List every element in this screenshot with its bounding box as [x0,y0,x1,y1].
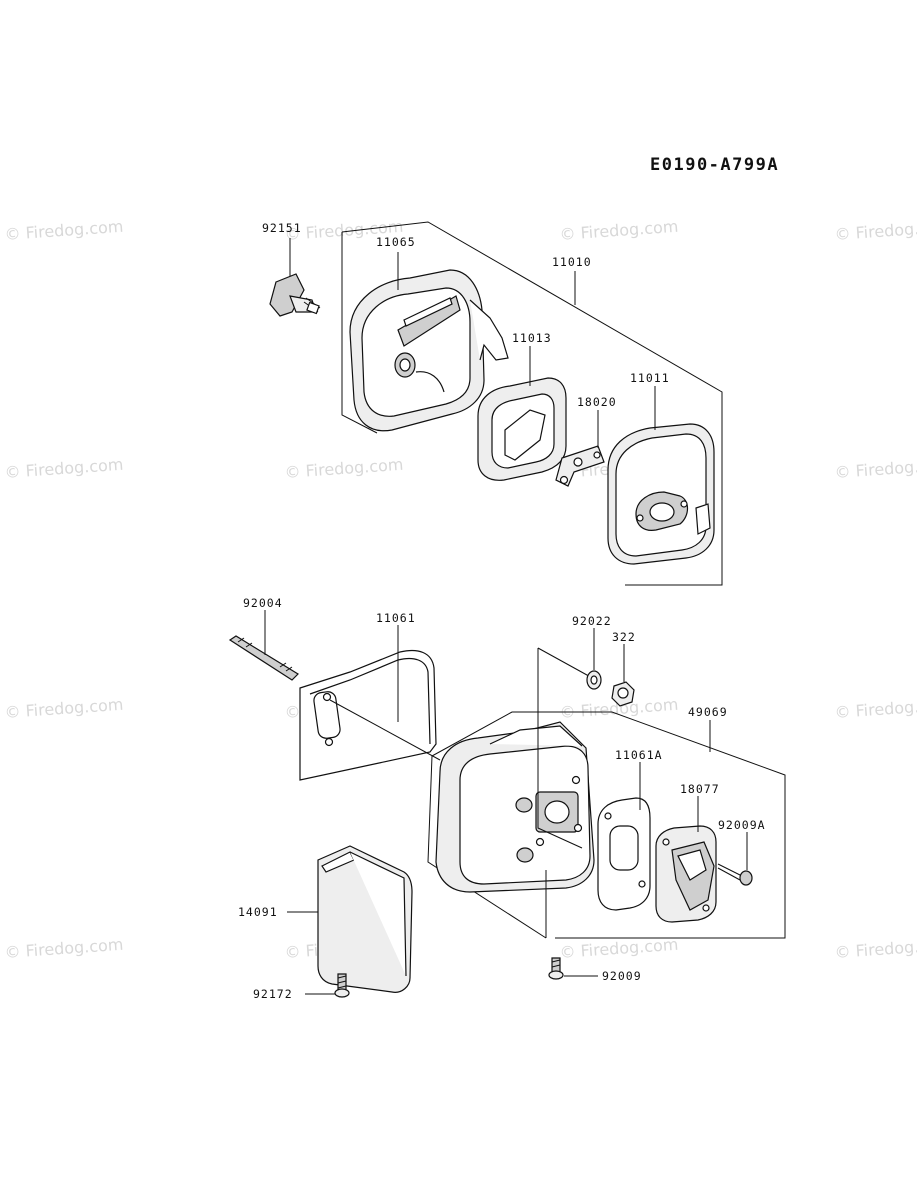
watermark: © Firedog.com [834,455,917,482]
wing-bolt-92151 [269,273,321,317]
watermark: © Firedog.com [4,935,124,962]
air-cleaner-assembly: 92151 11065 11010 11013 18020 11011 [262,221,723,586]
screw-92009 [548,957,564,980]
part-label-92172: 92172 [253,987,293,1001]
watermark: © Firedog.com [284,455,404,482]
shield-11061 [299,649,437,781]
assembly-bracket-49069 [431,711,786,939]
part-label-11061: 11061 [376,611,416,625]
part-label-322: 322 [612,630,636,644]
gasket-11061A [597,797,651,911]
watermark: © Firedog.com [834,217,917,244]
cover-14091 [317,845,413,993]
plate-18077 [655,825,717,923]
part-label-11061A: 11061A [615,748,663,762]
washer-92022 [586,670,602,690]
guide-line [537,647,597,681]
plate-18020 [555,445,605,487]
watermark: © Firedog.com [4,695,124,722]
assembly-bracket-11010-top [341,221,723,586]
guide-line [329,699,441,761]
diagram-code: E0190-A799A [650,155,779,175]
part-label-14091: 14091 [238,905,278,919]
assembly-bracket-49069-left [427,755,547,939]
screw-92172 [334,973,350,998]
part-label-11065: 11065 [376,235,416,249]
element-11013 [477,377,567,481]
cover-11065 [349,269,509,432]
part-label-18020: 18020 [577,395,617,409]
muffler-assembly: 92004 11061 92022 322 49069 11061A 18077… [228,596,786,1001]
part-label-11013: 11013 [512,331,552,345]
stud-92004 [228,635,299,681]
watermark: © Firedog.com [559,935,679,962]
part-label-92009: 92009 [602,969,642,983]
part-label-18077: 18077 [680,782,720,796]
watermark: © Firedog.com [4,217,124,244]
base-11011 [607,423,715,565]
watermark: © Firedog.com [834,695,917,722]
part-label-11010: 11010 [552,255,592,269]
screw-92009A [717,863,753,886]
muffler-body [435,721,595,893]
part-label-92151: 92151 [262,221,302,235]
part-label-92022: 92022 [572,614,612,628]
watermark: © Firedog.com [4,455,124,482]
part-label-49069: 49069 [688,705,728,719]
watermark: © Firedog.com [559,217,679,244]
watermark: © Firedog.com [834,935,917,962]
part-label-11011: 11011 [630,371,670,385]
part-label-92009A: 92009A [718,818,766,832]
assembly-bracket-11010 [341,232,378,434]
part-label-92004: 92004 [243,596,283,610]
guide-line [537,648,583,849]
nut-322 [611,681,635,707]
